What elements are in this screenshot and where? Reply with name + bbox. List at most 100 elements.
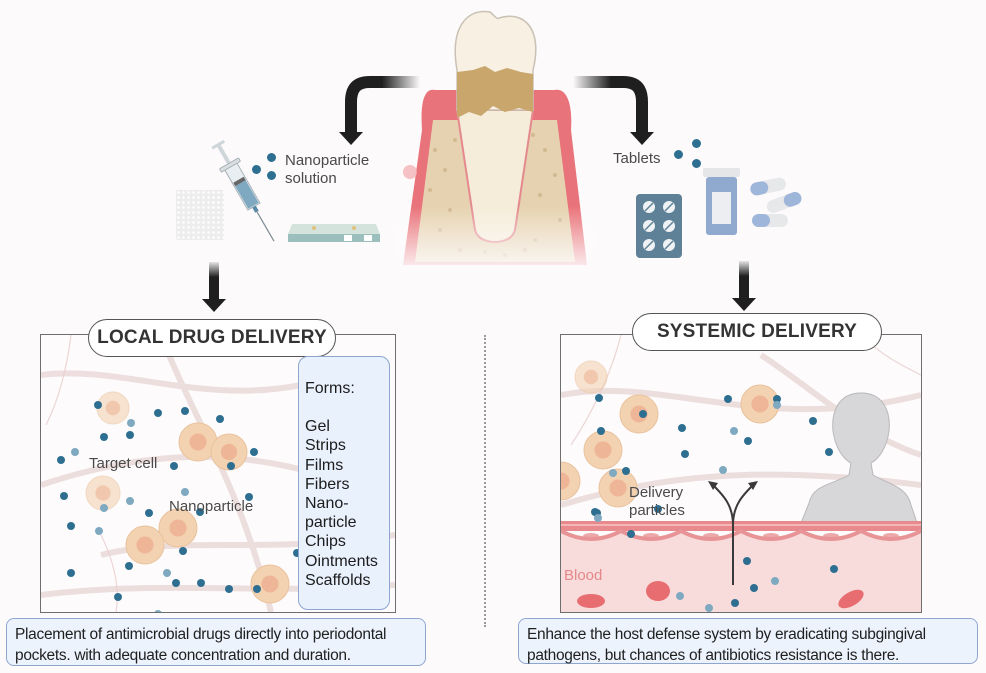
nanoparticle-dot [145, 509, 153, 517]
nanoparticle-dot [227, 462, 235, 470]
systemic-description: Enhance the host defense system by eradi… [518, 618, 978, 664]
forms-box: Forms: Gel Strips Films Fibers Nano- par… [298, 356, 390, 610]
label-line: solution [285, 170, 337, 187]
label-line: particles [629, 502, 685, 519]
form-item: Nano- [305, 495, 349, 513]
nanoparticle-dot [773, 401, 781, 409]
nanoparticle-dot [692, 139, 701, 148]
nanoparticle-dot [67, 569, 75, 577]
pill-bottle-icon [703, 168, 740, 235]
arrow-down-systemic [732, 261, 756, 311]
nanoparticle-dot [692, 159, 701, 168]
nanoparticle-dot [830, 565, 838, 573]
nanoparticle-dot [825, 448, 833, 456]
nanoparticle-dot [681, 450, 689, 458]
nanoparticle-dot [126, 431, 134, 439]
delivery-particles-label: Delivery particles [629, 484, 685, 520]
nanoparticle-dot [622, 467, 630, 475]
nanoparticle-dot [654, 505, 662, 513]
form-item: Fibers [305, 475, 350, 493]
nanoparticle-dot [267, 153, 276, 162]
nanoparticle-dot [744, 437, 752, 445]
periodontal-tooth-illustration [395, 0, 595, 275]
forms-title: Forms: [305, 380, 355, 397]
nanoparticle-dot [154, 409, 162, 417]
form-item: Scaffolds [305, 571, 371, 589]
nanoparticle-dot [252, 165, 261, 174]
nanoparticle-dot [773, 395, 781, 403]
target-cell [583, 430, 623, 470]
local-particles [57, 391, 301, 612]
nanoparticle-dot [594, 514, 602, 522]
target-cell [561, 461, 581, 501]
target-cell-label: Target cell [89, 455, 158, 472]
capsules-icon [750, 177, 802, 227]
nanoparticle-dot [267, 171, 276, 180]
section-divider [484, 335, 486, 627]
form-item: Ointments [305, 552, 378, 570]
nanoparticle-dot [719, 466, 727, 474]
local-description: Placement of antimicrobial drugs directl… [6, 618, 426, 666]
arrow-down-local [202, 262, 226, 312]
nanoparticle-dot [100, 504, 108, 512]
tablets-label: Tablets [613, 150, 661, 167]
nanoparticle-dot [57, 456, 65, 464]
local-drug-delivery-title: LOCAL DRUG DELIVERY [88, 319, 336, 357]
nanoparticle-dot [71, 448, 79, 456]
red-blood-cells [577, 581, 864, 609]
nanoparticle-dot [674, 150, 683, 159]
nanoparticle-dot [179, 547, 187, 555]
nanoparticle-dot [100, 433, 108, 441]
nanoparticle-dot [154, 610, 162, 612]
systemic-delivery-panel: Delivery particles Blood [560, 334, 922, 613]
nanoparticle-dot [67, 522, 75, 530]
nanoparticle-dot [170, 462, 178, 470]
scaffold-sponge-icon [176, 190, 224, 240]
nanoparticle-dot [676, 592, 684, 600]
systemic-delivery-title: SYSTEMIC DELIVERY [632, 313, 882, 351]
strip-film-icon [288, 224, 380, 242]
target-cell [125, 525, 165, 565]
nanoparticle-dot [196, 508, 204, 516]
nanoparticle-dot [253, 585, 261, 593]
delivery-arrow [712, 484, 754, 585]
target-cell [210, 433, 248, 471]
nanoparticle-dot [94, 401, 102, 409]
label-line: Delivery [629, 484, 684, 501]
nanoparticle-dot [127, 419, 135, 427]
nanoparticle-dot [730, 427, 738, 435]
nanoparticle-dot [609, 469, 617, 477]
nanoparticle-dot [250, 448, 258, 456]
nanoparticle-dot [172, 579, 180, 587]
arrow-to-systemic [573, 76, 654, 145]
nanoparticle-dot [163, 569, 171, 577]
nanoparticle-dot [771, 577, 779, 585]
tissue-background [561, 335, 921, 612]
blood-label: Blood [564, 567, 603, 584]
nanoparticle-dot [95, 527, 103, 535]
nanoparticle-dot [126, 497, 134, 505]
form-item: particle [305, 514, 357, 532]
nanoparticle-dot [597, 427, 605, 435]
target-cell [574, 360, 608, 394]
nanoparticle-dot [724, 395, 732, 403]
nanoparticle-label: Nanoparticle [169, 498, 254, 515]
nanoparticle-dot [125, 562, 133, 570]
form-item: Films [305, 456, 344, 474]
target-cell [740, 384, 780, 424]
inflammation-dot [403, 165, 417, 179]
syringe-icon [211, 139, 275, 242]
arrow-to-local [339, 76, 420, 145]
target-cell [250, 564, 290, 604]
label-line: Nanoparticle [285, 152, 370, 169]
nanoparticle-dot [678, 424, 686, 432]
form-item: Strips [305, 437, 346, 455]
target-cell [96, 391, 130, 425]
nanoparticle-solution-label: Nanoparticle solution [285, 152, 369, 188]
nanoparticle-dot [114, 593, 122, 601]
nanoparticle-dot [750, 584, 758, 592]
blister-pack-icon [636, 194, 682, 258]
nanoparticle-dot [639, 410, 647, 418]
form-item: Chips [305, 533, 346, 551]
nanoparticle-dot [225, 585, 233, 593]
